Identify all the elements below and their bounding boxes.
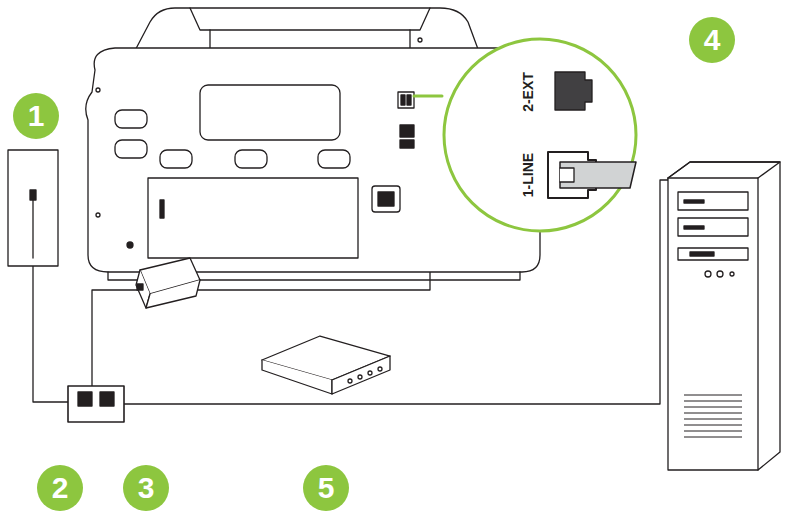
wall-socket (30, 190, 36, 200)
network-port (400, 125, 414, 137)
rear-vent (200, 85, 340, 140)
usb-port (400, 140, 414, 148)
drive-bay (678, 192, 748, 210)
rear-slot (115, 110, 147, 128)
power-socket (372, 186, 400, 212)
callout-number: 2 (37, 465, 83, 511)
grille-line (684, 401, 742, 402)
wall-jack (8, 150, 58, 266)
drive-slot (690, 252, 714, 256)
rear-slot (318, 150, 350, 168)
splitter (68, 386, 124, 422)
ext-jack (555, 72, 592, 110)
modem-led (348, 379, 352, 383)
plug-clip (560, 168, 574, 182)
rear-slot (235, 150, 267, 168)
dsl-modem (262, 360, 332, 394)
zoom-leader (414, 95, 442, 98)
drive-slot (684, 226, 704, 229)
computer-top (668, 162, 780, 178)
dsl-modem (332, 356, 390, 394)
paper-tray (190, 8, 430, 30)
screw (96, 88, 100, 92)
callout-number: 1 (13, 93, 59, 139)
door-latch (160, 200, 164, 218)
callout-number: 3 (123, 465, 169, 511)
vent-grille (684, 395, 742, 437)
zoom-circle (444, 39, 636, 231)
grille-line (684, 413, 742, 414)
callout-number: 5 (303, 465, 349, 511)
splitter-port (78, 392, 92, 406)
drive-bay (678, 218, 748, 236)
port-label: 1-LINE (520, 153, 536, 197)
modem-led (368, 371, 372, 375)
port-pin (407, 95, 411, 105)
modem-led (378, 367, 382, 371)
phone-wire (33, 258, 68, 402)
grille-line (684, 425, 742, 426)
rear-door (148, 178, 358, 258)
computer-tower (668, 178, 758, 470)
power-button (730, 272, 734, 276)
computer-side (668, 162, 780, 470)
power-socket (378, 192, 394, 206)
grille-line (684, 431, 742, 432)
wall-cord (32, 200, 33, 258)
screw (127, 242, 133, 248)
screw (96, 213, 100, 217)
callout-number: 4 (689, 17, 735, 63)
port-label: 2-EXT (520, 72, 536, 112)
grille-line (684, 407, 742, 408)
screw (418, 38, 422, 42)
phone-plug (560, 162, 636, 188)
grille-line (684, 419, 742, 420)
splitter-port (100, 392, 114, 406)
drive-bay (678, 248, 748, 260)
phone-wire (92, 290, 140, 392)
grille-line (684, 395, 742, 396)
grille-line (684, 437, 742, 438)
phone-port (398, 92, 414, 108)
drive-slot (684, 200, 704, 203)
port-pin (401, 95, 405, 105)
power-button (717, 271, 723, 277)
rear-slot (160, 150, 192, 168)
filter-port (137, 284, 143, 290)
modem-led (358, 375, 362, 379)
power-button (705, 271, 711, 277)
dsl-filter (146, 280, 200, 308)
rear-slot (115, 140, 147, 158)
